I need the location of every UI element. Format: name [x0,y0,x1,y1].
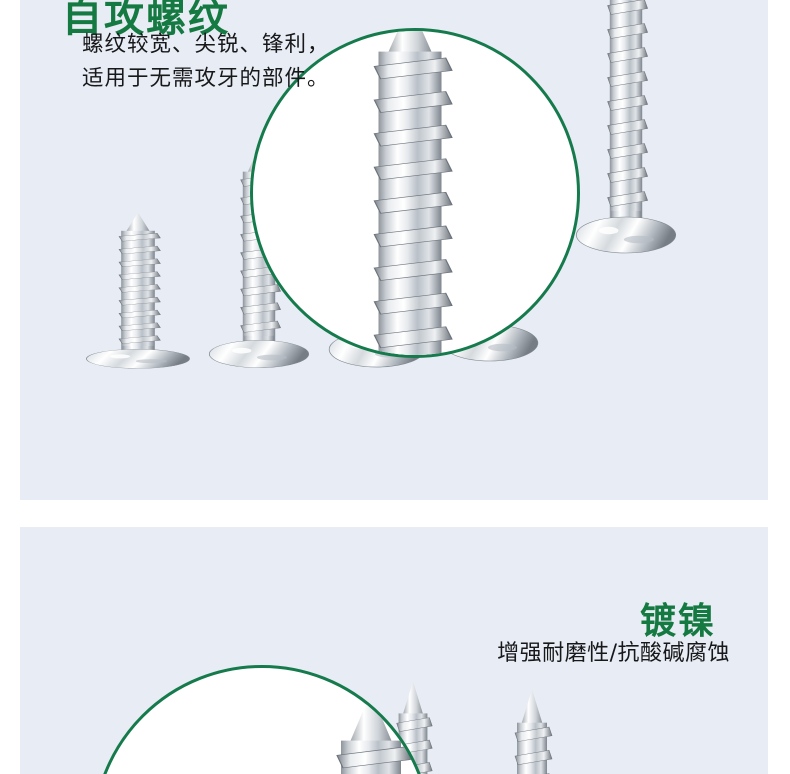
screw-tip-above-magnifier [575,0,677,254]
section-heading-self-tapping: 自攻螺纹 [62,0,230,41]
screw-magnified [312,31,508,355]
screw-short [85,211,191,369]
screw-bottom-magnified [278,691,429,774]
section-body-line-1: 螺纹较宽、尖锐、锋利， [82,32,330,57]
screw-bottom-right [485,688,579,774]
section-nickel-plated: 镀镍 增强耐磨性/抗酸碱腐蚀 [20,527,768,774]
section-subtitle-nickel-plated: 增强耐磨性/抗酸碱腐蚀 [497,641,730,666]
section-heading-nickel-plated: 镀镍 [639,601,716,642]
magnifier-circle-top [250,28,580,358]
section-body-line-2: 适用于无需攻牙的部件。 [82,66,330,91]
section-self-tapping-thread: 自攻螺纹 螺纹较宽、尖锐、锋利， 适用于无需攻牙的部件。 [20,0,768,500]
